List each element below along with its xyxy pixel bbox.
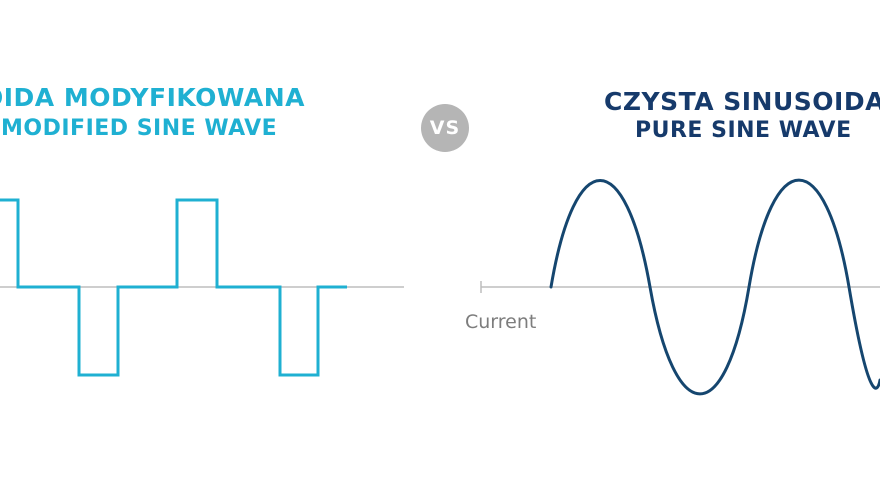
pure-wave-title-english: PURE SINE WAVE — [635, 118, 852, 143]
vs-label: VS — [429, 117, 461, 139]
pure-wave-title-polish: CZYSTA SINUSOIDA — [604, 87, 880, 116]
vs-badge: VS — [421, 104, 469, 152]
modified-sine-wave — [0, 198, 347, 377]
pure-sine-wave — [549, 178, 880, 396]
modified-wave-title-english: MODIFIED SINE WAVE — [1, 116, 278, 141]
modified-wave-title-polish: OIDA MODYFIKOWANA — [0, 83, 305, 112]
current-axis-label: Current — [465, 311, 537, 333]
